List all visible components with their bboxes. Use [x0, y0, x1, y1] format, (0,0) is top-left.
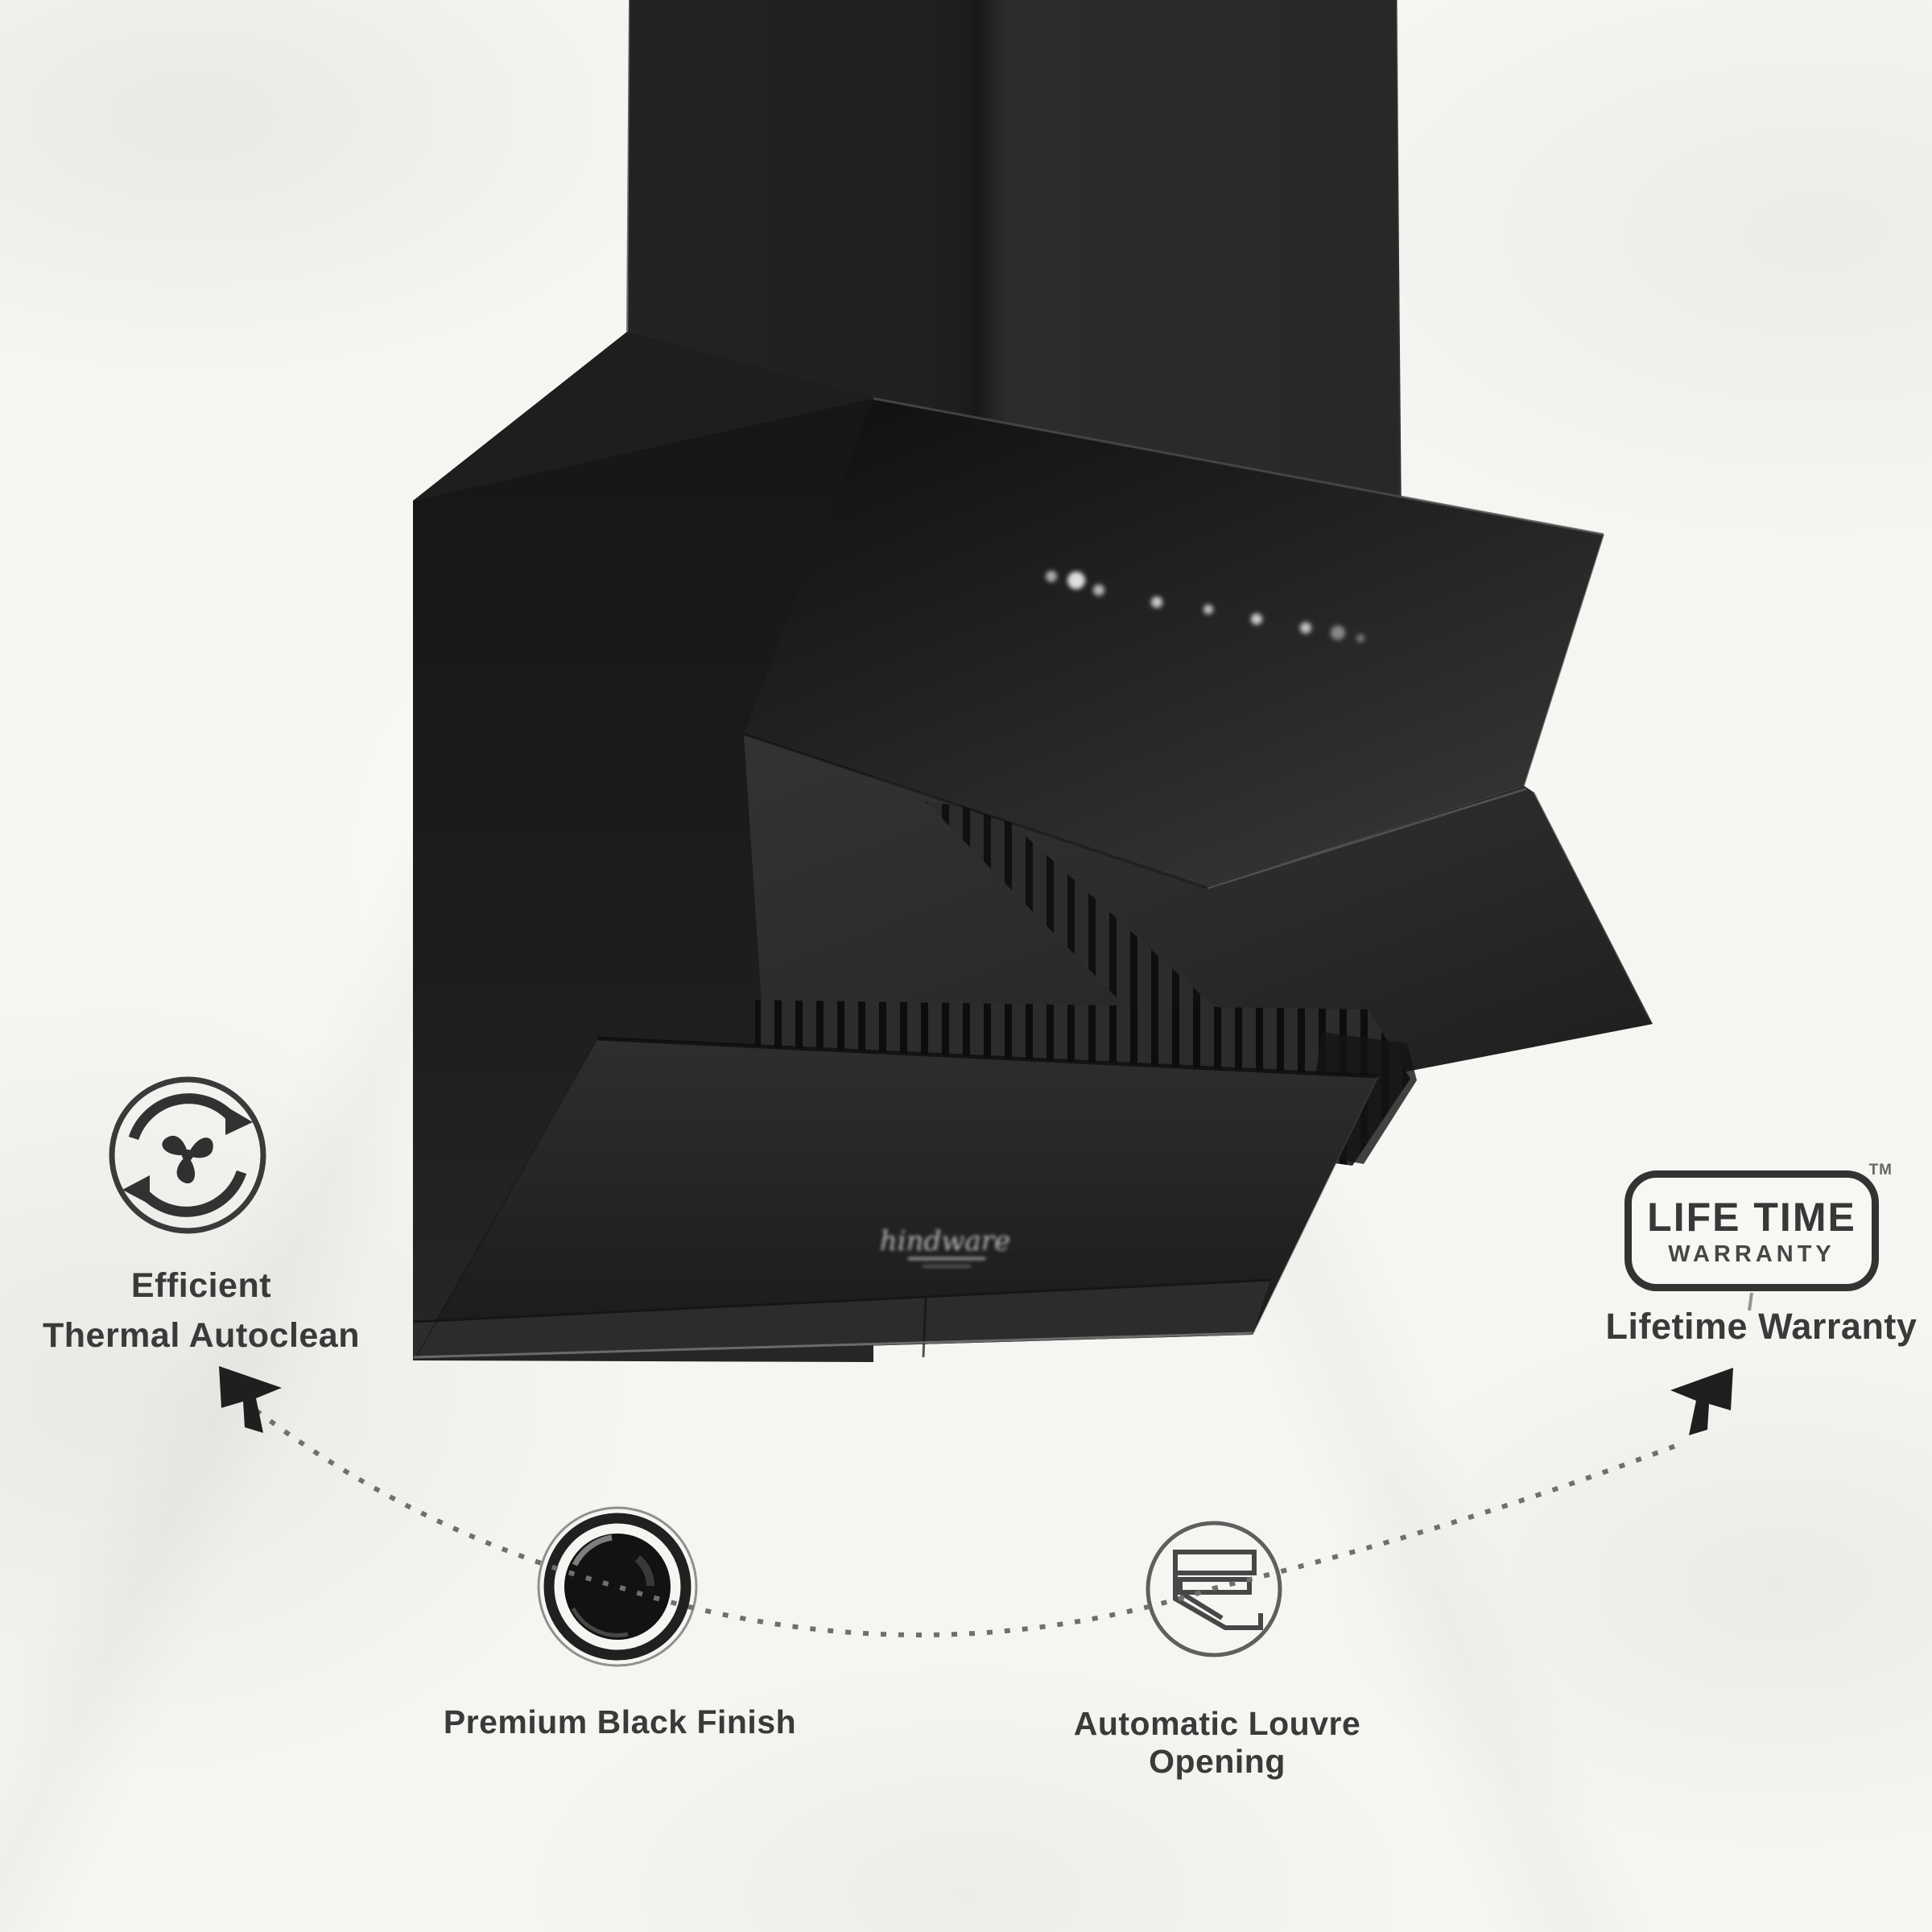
dashed-connector-line: [254, 1408, 1686, 1637]
badge-line1: LIFE TIME: [1647, 1195, 1856, 1240]
louvre-opening-icon: [1146, 1521, 1282, 1657]
autoclean-label-line2: Thermal Autoclean: [43, 1316, 360, 1355]
inclined-glass-panel: [743, 397, 1604, 890]
black-finish-icon: [537, 1506, 698, 1667]
brand-logo-text: hindware: [880, 1225, 1010, 1257]
thermal-autoclean-icon: [109, 1076, 266, 1234]
thermal-autoclean-label: Efficient Thermal Autoclean: [16, 1261, 386, 1360]
badge-line2: WARRANTY: [1668, 1241, 1835, 1267]
up-right-arrow-icon: [1670, 1368, 1733, 1435]
lifetime-warranty-badge: LIFE TIME WARRANTY TM: [1624, 1162, 1892, 1291]
premium-black-finish-label: Premium Black Finish: [443, 1703, 797, 1740]
lifetime-warranty-label: Lifetime Warranty: [1605, 1306, 1918, 1347]
up-left-arrow-icon: [219, 1366, 282, 1433]
brand-logo: hindware: [880, 1225, 1010, 1267]
hood-body: hindware: [413, 332, 1653, 1362]
touch-control-dots: [1046, 571, 1364, 642]
autoclean-label-line1: Efficient: [130, 1266, 272, 1305]
automatic-louvre-opening-label: Automatic Louvre Opening: [1073, 1705, 1361, 1780]
trademark-symbol: TM: [1868, 1162, 1893, 1179]
bottom-front-panel: [413, 1036, 1379, 1359]
